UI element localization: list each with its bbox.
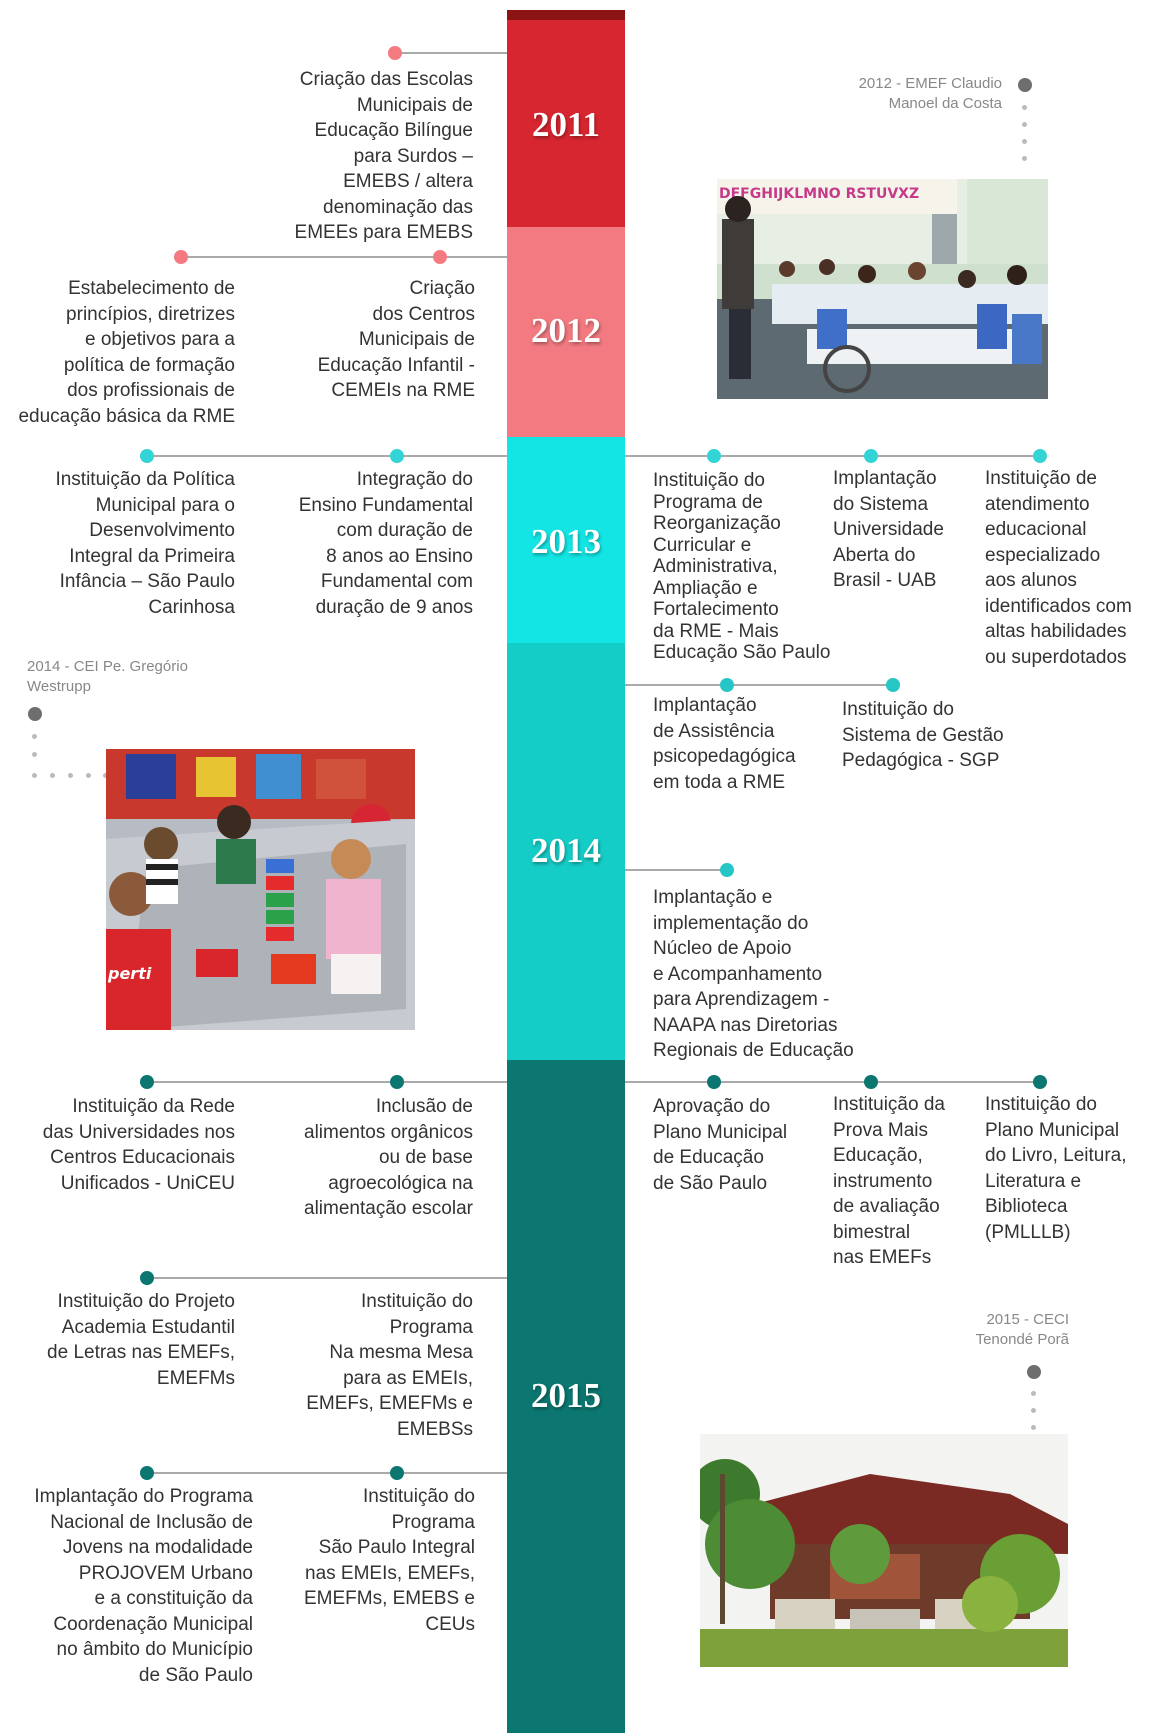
dotted-leader bbox=[1022, 122, 1027, 127]
dotted-leader bbox=[50, 773, 55, 778]
timeline-segment-2011: 2011 bbox=[507, 20, 625, 227]
timeline-dot bbox=[140, 1466, 154, 1480]
classroom-illustration: DEFGHIJKLMNO RSTUVXZ bbox=[717, 179, 1048, 399]
timeline-dot bbox=[720, 678, 734, 692]
event-2014-naapa: Implantação e implementação do Núcleo de… bbox=[653, 887, 854, 1061]
timeline-segment-2012: 2012 bbox=[507, 227, 625, 437]
year-label-2011: 2011 bbox=[531, 105, 601, 144]
alphabet-letters: DEFGHIJKLMNO RSTUVXZ bbox=[719, 186, 919, 202]
connector-line bbox=[625, 684, 893, 686]
connector-line bbox=[625, 1081, 1040, 1083]
connector-line bbox=[181, 256, 507, 258]
photo-marker-dot bbox=[1018, 78, 1032, 92]
dotted-leader bbox=[1022, 105, 1027, 110]
photo-caption-2015: 2015 - CECI Tenondé Porã bbox=[975, 1311, 1069, 1348]
dotted-leader bbox=[1031, 1425, 1036, 1430]
year-label-2014: 2014 bbox=[531, 831, 601, 870]
event-2013-ensino-fundamental: Integração do Ensino Fundamental com dur… bbox=[298, 469, 473, 618]
event-2013-mais-educacao: Instituição do Programa de Reorganização… bbox=[653, 470, 831, 663]
timeline-dot bbox=[707, 449, 721, 463]
ceci-building-photo bbox=[700, 1434, 1068, 1667]
timeline-dot bbox=[886, 678, 900, 692]
dotted-leader bbox=[1022, 139, 1027, 144]
photo-caption-2012: 2012 - EMEF Claudio Manoel da Costa bbox=[858, 75, 1002, 112]
event-2015-plano-educacao: Aprovação do Plano Municipal de Educação… bbox=[653, 1096, 788, 1194]
event-2012-formacao: Estabelecimento de princípios, diretrize… bbox=[18, 278, 235, 427]
shirt-text: perti bbox=[107, 964, 152, 983]
daycare-photo: perti bbox=[106, 749, 415, 1030]
timeline-dot bbox=[140, 1075, 154, 1089]
photo-marker-dot bbox=[28, 707, 42, 721]
event-2013-primeira-infancia: Instituição da Política Municipal para o… bbox=[55, 469, 235, 618]
dotted-leader bbox=[32, 773, 37, 778]
classroom-photo: DEFGHIJKLMNO RSTUVXZ bbox=[717, 179, 1048, 399]
year-label-2013: 2013 bbox=[531, 522, 601, 561]
timeline-dot bbox=[174, 250, 188, 264]
connector-line bbox=[147, 1472, 507, 1474]
timeline-dot bbox=[388, 46, 402, 60]
dotted-leader bbox=[1031, 1408, 1036, 1413]
timeline-segment-2014: 2014 bbox=[507, 643, 625, 1060]
event-2015-projovem: Implantação do Programa Nacional de Incl… bbox=[34, 1486, 253, 1686]
timeline-dot bbox=[433, 250, 447, 264]
dotted-leader bbox=[1031, 1391, 1036, 1396]
event-2012-cemeis: Criação dos Centros Municipais de Educaç… bbox=[317, 278, 475, 401]
event-2013-uab: Implantação do Sistema Universidade Aber… bbox=[833, 468, 944, 591]
connector-line bbox=[147, 1081, 507, 1083]
timeline-segment-2013: 2013 bbox=[507, 437, 625, 643]
timeline-dot bbox=[1033, 449, 1047, 463]
timeline-dot bbox=[140, 449, 154, 463]
connector-line bbox=[147, 455, 507, 457]
event-2015-prova-mais: Instituição da Prova Mais Educação, inst… bbox=[833, 1094, 945, 1268]
year-label-2012: 2012 bbox=[531, 311, 601, 350]
connector-line bbox=[395, 52, 507, 54]
timeline-dot bbox=[390, 449, 404, 463]
timeline-dot bbox=[707, 1075, 721, 1089]
photo-caption-2014: 2014 - CEI Pe. Gregório Westrupp bbox=[27, 658, 188, 695]
building-illustration bbox=[700, 1434, 1068, 1667]
event-2013-altas-habilidades: Instituição de atendimento educacional e… bbox=[985, 468, 1132, 668]
event-2011-emebs: Criação das Escolas Municipais de Educaç… bbox=[294, 69, 473, 243]
event-2015-academia-letras: Instituição do Projeto Academia Estudant… bbox=[47, 1291, 235, 1389]
event-2015-organicos: Inclusão de alimentos orgânicos ou de ba… bbox=[304, 1096, 473, 1219]
event-2015-pmlllb: Instituição do Plano Municipal do Livro,… bbox=[985, 1094, 1127, 1243]
event-2015-mesma-mesa: Instituição do Programa Na mesma Mesa pa… bbox=[306, 1291, 473, 1440]
timeline-dot bbox=[720, 863, 734, 877]
daycare-illustration: perti bbox=[106, 749, 415, 1030]
event-2014-sgp: Instituição do Sistema de Gestão Pedagóg… bbox=[842, 699, 1004, 771]
dotted-leader bbox=[1022, 156, 1027, 161]
timeline-dot bbox=[864, 449, 878, 463]
timeline-dot bbox=[1033, 1075, 1047, 1089]
timeline-dot bbox=[390, 1466, 404, 1480]
dotted-leader bbox=[32, 734, 37, 739]
timeline-top-cap bbox=[507, 10, 625, 20]
dotted-leader bbox=[68, 773, 73, 778]
event-2015-sp-integral: Instituição do Programa São Paulo Integr… bbox=[303, 1486, 475, 1635]
timeline-segment-2015: 2015 bbox=[507, 1060, 625, 1733]
photo-marker-dot bbox=[1027, 1365, 1041, 1379]
connector-line bbox=[147, 1277, 507, 1279]
timeline-dot bbox=[390, 1075, 404, 1089]
connector-line bbox=[625, 455, 1040, 457]
dotted-leader bbox=[103, 773, 108, 778]
timeline-dot bbox=[140, 1271, 154, 1285]
dotted-leader bbox=[86, 773, 91, 778]
connector-line bbox=[625, 869, 727, 871]
event-2014-psicopedagogica: Implantação de Assistência psicopedagógi… bbox=[653, 695, 796, 793]
event-2015-uniceu: Instituição da Rede das Universidades no… bbox=[42, 1096, 235, 1194]
year-label-2015: 2015 bbox=[531, 1376, 601, 1415]
timeline-dot bbox=[864, 1075, 878, 1089]
dotted-leader bbox=[32, 752, 37, 757]
